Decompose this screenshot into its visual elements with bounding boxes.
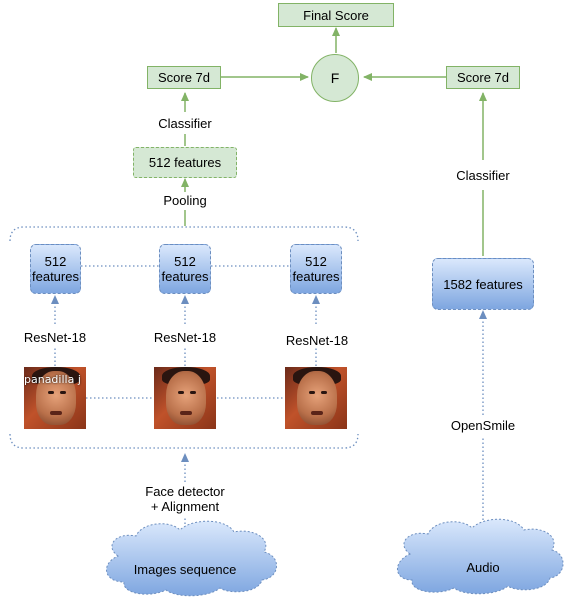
fusion-node: F <box>311 54 359 102</box>
audio-score-box: Score 7d <box>446 66 520 89</box>
opensmile-label: OpenSmile <box>450 418 516 433</box>
frame-features-3-line2: features <box>292 269 340 284</box>
face-frame-3 <box>285 367 347 429</box>
frame-features-1-line2: features <box>32 269 79 284</box>
visual-score-label: Score 7d <box>157 70 211 85</box>
frame-features-2-line2: features <box>161 269 209 284</box>
images-sequence-cloud <box>106 520 277 597</box>
face-detector-line1: Face detector <box>145 484 225 499</box>
frame-features-box-3: 512 features <box>290 244 342 294</box>
backbone-label-2: ResNet-18 <box>153 330 217 345</box>
audio-input-label: Audio <box>466 560 500 575</box>
backbone-label-3: ResNet-18 <box>285 333 349 348</box>
face-detector-label: Face detector + Alignment <box>125 484 245 514</box>
visual-score-box: Score 7d <box>147 66 221 89</box>
frame-features-box-2: 512 features <box>159 244 211 294</box>
frame-features-1-line1: 512 <box>44 254 67 269</box>
pooled-features-label: 512 features <box>148 155 222 170</box>
face-detector-line2: + Alignment <box>150 499 220 514</box>
frame-features-box-1: 512 features <box>30 244 81 294</box>
frame-features-2-line1: 512 <box>174 254 196 269</box>
final-score-box: Final Score <box>278 3 394 27</box>
audio-features-label: 1582 features <box>443 276 523 292</box>
images-sequence-label: Images sequence <box>133 562 237 577</box>
face-frame-1-caption: panadilla j <box>24 373 81 386</box>
audio-features-box: 1582 features <box>432 258 534 310</box>
pooling-label: Pooling <box>163 193 207 208</box>
pooled-features-box: 512 features <box>133 147 237 178</box>
fusion-node-label: F <box>330 70 340 86</box>
audio-cloud <box>397 518 564 595</box>
final-score-label: Final Score <box>303 7 369 23</box>
frame-features-3-line1: 512 <box>305 254 327 269</box>
backbone-label-1: ResNet-18 <box>23 330 87 345</box>
green-connectors <box>181 27 487 256</box>
face-frame-1: panadilla j <box>24 367 86 429</box>
face-frame-2 <box>154 367 216 429</box>
audio-score-label: Score 7d <box>456 70 510 85</box>
visual-classifier-label: Classifier <box>158 116 212 131</box>
audio-classifier-label: Classifier <box>456 168 510 183</box>
